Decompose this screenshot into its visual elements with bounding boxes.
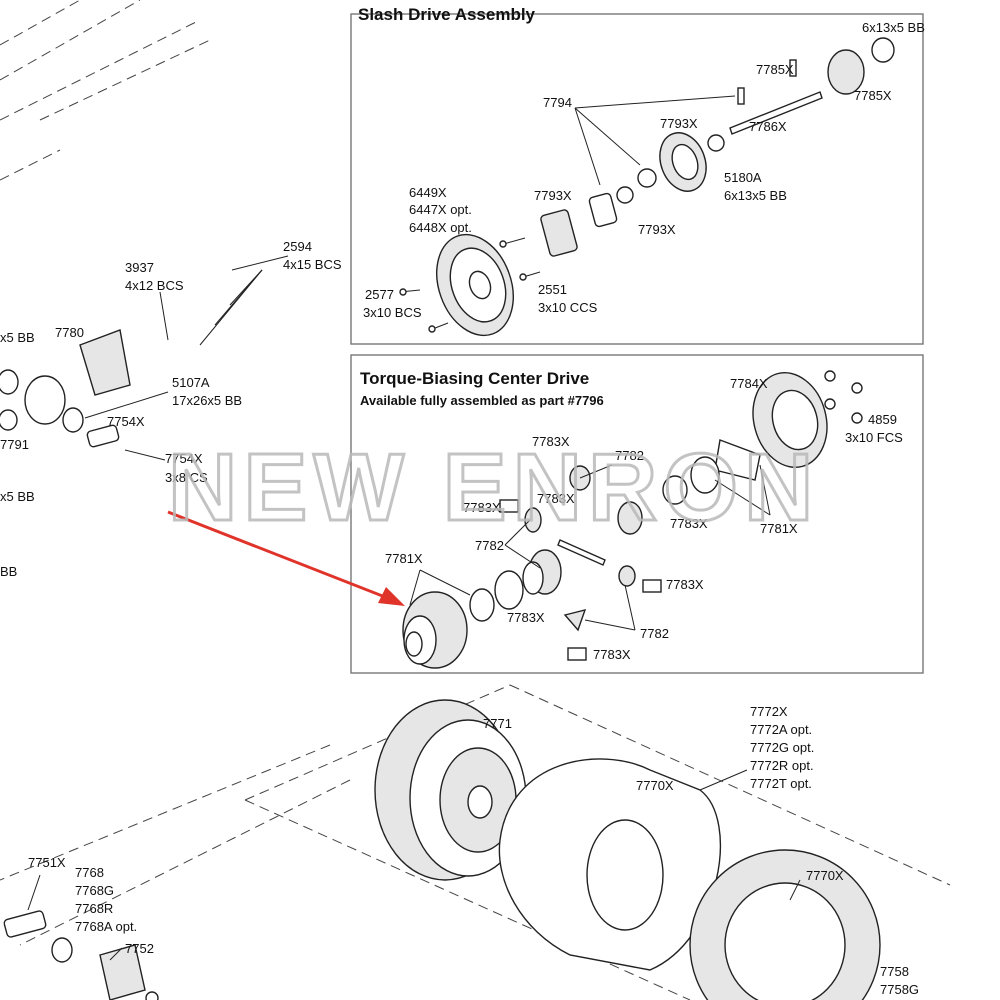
part-number-label: 6x13x5 BB bbox=[862, 20, 925, 35]
part-number-label: 7772X bbox=[750, 704, 788, 719]
part-number-label: BB bbox=[0, 564, 17, 579]
part-number-label: 6448X opt. bbox=[409, 220, 472, 235]
part-number-label: 6x13x5 BB bbox=[724, 188, 787, 203]
part-number-label: 7768R bbox=[75, 901, 113, 916]
part-number-label: 7784X bbox=[730, 376, 768, 391]
part-number-label: 7770X bbox=[806, 868, 844, 883]
part-number-label: 3937 bbox=[125, 260, 154, 275]
torque-biasing-internals bbox=[469, 439, 761, 661]
torque-leader-lines bbox=[409, 464, 771, 631]
part-number-label: 7772A opt. bbox=[750, 722, 812, 737]
part-number-label: 7768 bbox=[75, 865, 104, 880]
part-number-label: 7783X bbox=[463, 500, 501, 515]
part-number-label: 3x10 CCS bbox=[538, 300, 598, 315]
part-number-label: 7752 bbox=[125, 941, 154, 956]
front-diff-assembly bbox=[0, 329, 131, 448]
part-number-label: 7751X bbox=[28, 855, 66, 870]
part-number-label: 7768G bbox=[75, 883, 114, 898]
part-number-label: 7780 bbox=[55, 325, 84, 340]
part-number-label: 7785X bbox=[756, 62, 794, 77]
part-number-label: 7781X bbox=[385, 551, 423, 566]
part-number-label: 2551 bbox=[538, 282, 567, 297]
part-number-label: 7793X bbox=[534, 188, 572, 203]
part-number-label: 7754X bbox=[107, 414, 145, 429]
torque-subtitle: Available fully assembled as part #7796 bbox=[360, 393, 604, 408]
diff-housing bbox=[659, 132, 725, 192]
center-screws bbox=[824, 370, 863, 424]
wheel-leader-lines bbox=[699, 769, 801, 901]
part-number-label: 7783X bbox=[670, 516, 708, 531]
foam-tire-insert bbox=[498, 758, 721, 971]
slipper-hub bbox=[540, 168, 657, 257]
part-number-label: 7772R opt. bbox=[750, 758, 814, 773]
part-labels: 6x13x5 BB 7785X 7785X 7794 7793X 7786X 5… bbox=[0, 20, 925, 997]
part-number-label: 3x8 CS bbox=[165, 470, 208, 485]
output-shaft bbox=[729, 37, 895, 135]
part-number-label: 7758G bbox=[880, 982, 919, 997]
steering-knuckle bbox=[3, 874, 159, 1000]
spur-gear bbox=[436, 233, 514, 337]
part-number-label: 5107A bbox=[172, 375, 210, 390]
part-number-label: 6449X bbox=[409, 185, 447, 200]
part-number-label: 6447X opt. bbox=[409, 202, 472, 217]
watermark-text: NEW ENRON bbox=[168, 434, 819, 541]
part-number-label: 7783X bbox=[507, 610, 545, 625]
part-number-label: 7771 bbox=[483, 716, 512, 731]
slash-leader-lines bbox=[84, 95, 736, 461]
part-number-label: x5 BB bbox=[0, 489, 35, 504]
part-number-label: 7786X bbox=[749, 119, 787, 134]
part-number-label: 3x10 BCS bbox=[363, 305, 422, 320]
part-number-label: 4x12 BCS bbox=[125, 278, 184, 293]
slash-drive-box bbox=[350, 13, 924, 345]
part-number-label: 7772G opt. bbox=[750, 740, 814, 755]
wheel-rim bbox=[374, 699, 527, 881]
part-number-label: 7793X bbox=[660, 116, 698, 131]
center-spur-gear bbox=[752, 372, 828, 468]
part-number-label: 17x26x5 BB bbox=[172, 393, 242, 408]
part-number-label: 7793X bbox=[638, 222, 676, 237]
part-number-label: 7758 bbox=[880, 964, 909, 979]
center-diff-cup bbox=[402, 591, 468, 669]
part-number-label: 7768A opt. bbox=[75, 919, 137, 934]
part-number-label: 3x10 FCS bbox=[845, 430, 903, 445]
part-number-label: 7754X bbox=[165, 451, 203, 466]
part-number-label: 7781X bbox=[760, 521, 798, 536]
part-number-label: 7794 bbox=[543, 95, 572, 110]
part-number-label: x5 BB bbox=[0, 330, 35, 345]
slash-screws bbox=[399, 237, 541, 333]
part-number-label: 7782 bbox=[615, 448, 644, 463]
part-number-label: 2577 bbox=[365, 287, 394, 302]
part-number-label: 7782 bbox=[640, 626, 669, 641]
part-number-label: 7785X bbox=[854, 88, 892, 103]
part-number-label: 7783X bbox=[593, 647, 631, 662]
torque-title: Torque-Biasing Center Drive bbox=[360, 369, 589, 388]
part-number-label: 5180A bbox=[724, 170, 762, 185]
part-number-label: 7791 bbox=[0, 437, 29, 452]
part-number-label: 4859 bbox=[868, 412, 897, 427]
part-number-label: 7783X bbox=[537, 491, 575, 506]
part-number-label: 7783X bbox=[532, 434, 570, 449]
part-number-label: 7782 bbox=[475, 538, 504, 553]
slash-drive-title: Slash Drive Assembly bbox=[358, 5, 536, 24]
part-number-label: 2594 bbox=[283, 239, 312, 254]
part-number-label: 7783X bbox=[666, 577, 704, 592]
part-number-label: 7772T opt. bbox=[750, 776, 812, 791]
red-arrow bbox=[167, 510, 405, 606]
left-dashed-lines bbox=[0, 0, 351, 946]
tread-tire bbox=[689, 849, 881, 1000]
part-number-label: 4x15 BCS bbox=[283, 257, 342, 272]
torque-biasing-box bbox=[350, 354, 924, 674]
part-number-label: 7770X bbox=[636, 778, 674, 793]
